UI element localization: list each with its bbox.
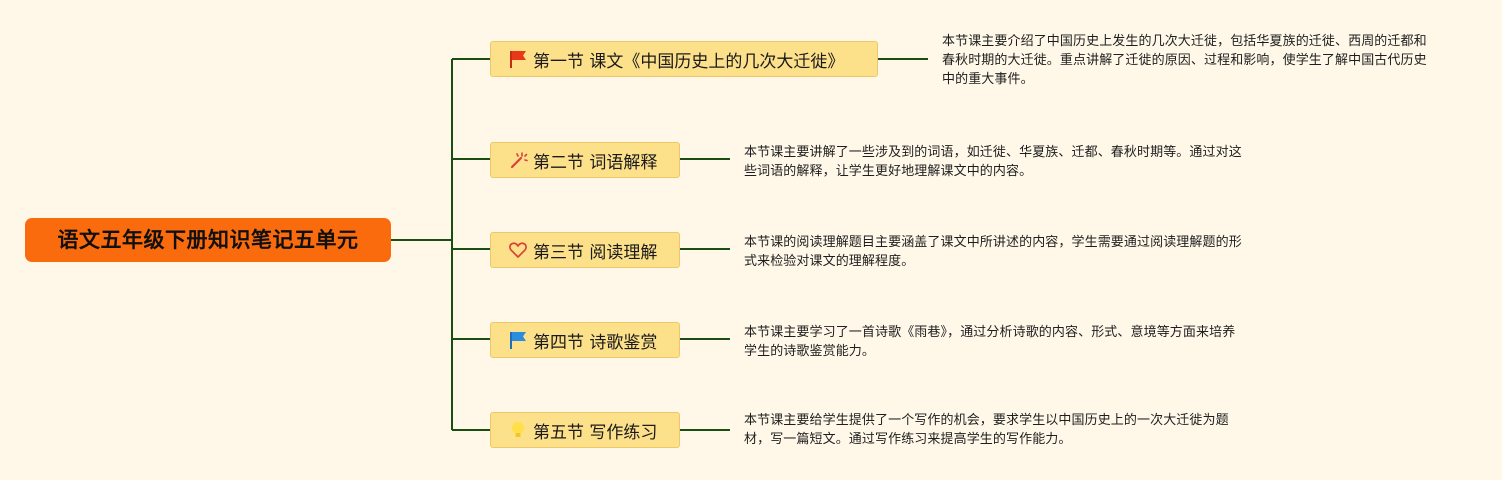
section-4-label: 第四节 诗歌鉴赏 bbox=[533, 332, 658, 353]
section-2-node[interactable]: 第二节 词语解释 bbox=[490, 142, 680, 178]
heart-icon bbox=[507, 239, 529, 261]
section-4-description: 本节课主要学习了一首诗歌《雨巷》，通过分析诗歌的内容、形式、意境等方面来培养学生… bbox=[744, 325, 1236, 359]
section-4-node[interactable]: 第四节 诗歌鉴赏 bbox=[490, 322, 680, 358]
section-1-description: 本节课主要介绍了中国历史上发生的几次大迁徙，包括华夏族的迁徙、西周的迁都和春秋时… bbox=[942, 34, 1427, 87]
section-1-label: 第一节 课文《中国历史上的几次大迁徙》 bbox=[533, 51, 845, 72]
section-3-description: 本节课的阅读理解题目主要涵盖了课文中所讲述的内容，学生需要通过阅读理解题的形式来… bbox=[744, 235, 1242, 269]
section-5-node[interactable]: 第五节 写作练习 bbox=[490, 412, 680, 448]
section-3-node[interactable]: 第三节 阅读理解 bbox=[490, 232, 680, 268]
section-1-node[interactable]: 第一节 课文《中国历史上的几次大迁徙》 bbox=[490, 41, 878, 77]
lightbulb-icon bbox=[507, 419, 529, 441]
section-3-label: 第三节 阅读理解 bbox=[533, 242, 658, 263]
root-topic[interactable]: 语文五年级下册知识笔记五单元 bbox=[25, 218, 391, 262]
section-5-label: 第五节 写作练习 bbox=[533, 422, 658, 443]
red-flag-icon bbox=[507, 48, 529, 70]
wand-icon bbox=[507, 149, 529, 171]
section-5-description: 本节课主要给学生提供了一个写作的机会，要求学生以中国历史上的一次大迁徙为题材，写… bbox=[744, 413, 1229, 447]
blue-flag-icon bbox=[507, 329, 529, 351]
section-2-description: 本节课主要讲解了一些涉及到的词语，如迁徙、华夏族、迁都、春秋时期等。通过对这些词… bbox=[744, 145, 1242, 179]
section-2-label: 第二节 词语解释 bbox=[533, 152, 658, 173]
